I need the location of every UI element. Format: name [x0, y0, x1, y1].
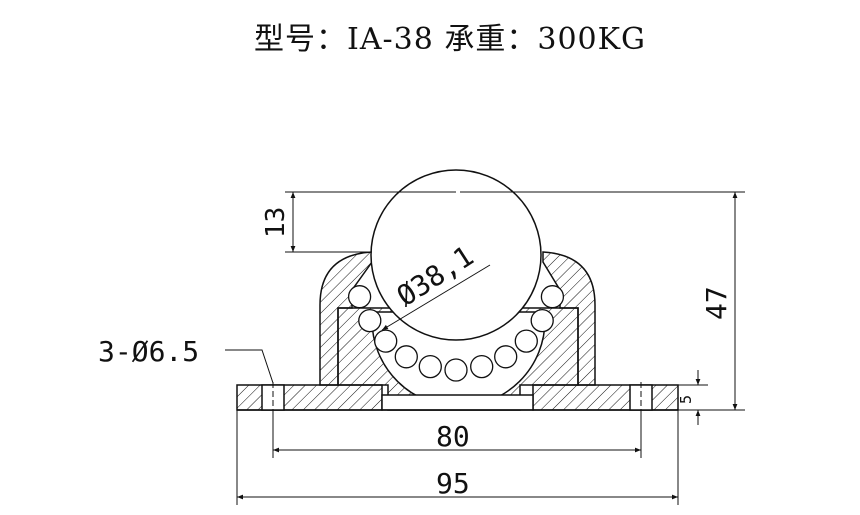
flange-right: [532, 384, 679, 411]
hole-left: [261, 384, 285, 411]
support-ball: [470, 354, 494, 379]
support-ball: [514, 329, 538, 353]
support-ball: [374, 329, 398, 353]
model-value: IA-38: [346, 22, 434, 57]
dim-hole-spacing: 80: [436, 420, 470, 453]
model-label: 型号：: [253, 22, 347, 57]
load-label: 承重：: [444, 22, 538, 57]
dim-flange-thickness: 5: [677, 395, 695, 404]
support-ball: [418, 354, 442, 379]
support-ball: [444, 358, 468, 382]
support-ball: [530, 308, 554, 333]
support-ball: [347, 285, 372, 309]
drawing-title: 型号：IA-38 承重：300KG: [0, 14, 860, 58]
support-balls: [347, 285, 565, 382]
flange-left: [236, 384, 383, 411]
dim-ball-protrusion: 13: [261, 207, 291, 238]
dim-total-height: 47: [700, 286, 733, 320]
dim-overall-width: 95: [436, 467, 470, 500]
support-ball: [394, 345, 418, 369]
load-value: 300KG: [537, 22, 646, 57]
support-ball: [358, 308, 382, 333]
hole-right: [629, 384, 653, 411]
dim-hole-spec: 3-Ø6.5: [98, 335, 199, 368]
support-ball: [494, 345, 518, 369]
main-ball: [370, 169, 542, 341]
support-ball: [540, 285, 565, 309]
